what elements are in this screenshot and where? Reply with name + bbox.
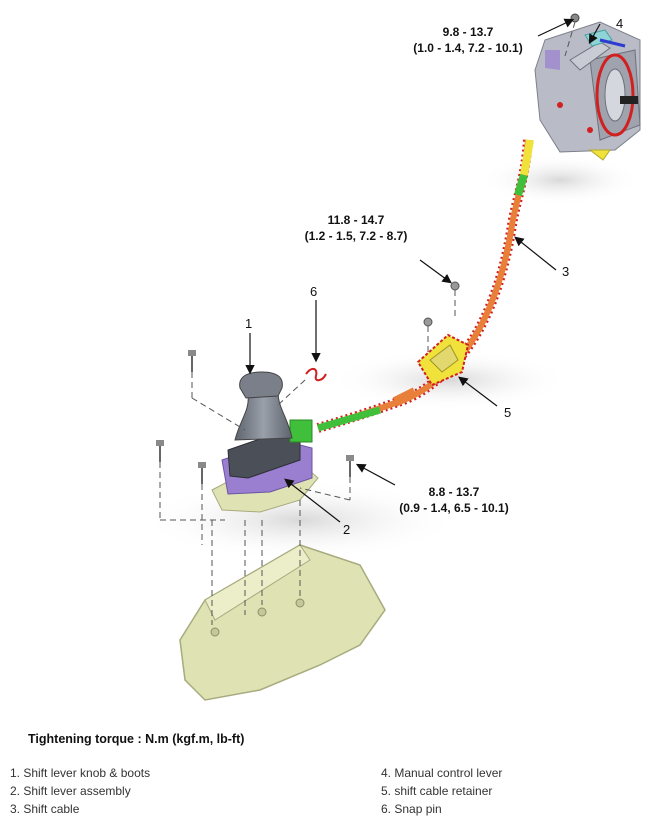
legend-item: 4. Manual control lever (381, 766, 503, 780)
callout-2: 2 (343, 522, 351, 537)
legend-item: 2. Shift lever assembly (10, 784, 131, 798)
tightening-torque-caption: Tightening torque : N.m (kgf.m, lb-ft) (28, 732, 245, 746)
legend-item: 1. Shift lever knob & boots (10, 766, 151, 780)
exploded-view-diagram (140, 13, 641, 701)
torque-low-line1: 8.8 - 13.7 (428, 485, 480, 499)
torque-label-transmission: 9.8 - 13.7 (1.0 - 1.4, 7.2 - 10.1) (398, 24, 538, 56)
callout-3: 3 (562, 264, 570, 279)
leader-lines (245, 18, 601, 523)
assembly-guide-lines (159, 21, 576, 625)
legend-item: 6. Snap pin (381, 802, 442, 816)
torque-label-retainer: 11.8 - 14.7 (1.2 - 1.5, 7.2 - 8.7) (290, 212, 422, 244)
callout-4: 4 (616, 16, 624, 31)
shift-cable-retainer (416, 281, 470, 387)
torque-low-line2: (0.9 - 1.4, 6.5 - 10.1) (399, 501, 509, 515)
callout-1: 1 (245, 316, 253, 331)
legend-item: 5. shift cable retainer (381, 784, 493, 798)
legend-left: 1. Shift lever knob & boots 2. Shift lev… (10, 764, 150, 818)
legend-right: 4. Manual control lever 5. shift cable r… (381, 764, 502, 818)
callout-5: 5 (504, 405, 512, 420)
bolts (156, 350, 354, 484)
legend-item: 3. Shift cable (10, 802, 80, 816)
torque-top-line2: (1.0 - 1.4, 7.2 - 10.1) (413, 41, 523, 55)
callout-6: 6 (310, 284, 318, 299)
floor-bracket (179, 544, 386, 701)
torque-top-line1: 9.8 - 13.7 (442, 25, 494, 39)
shift-knob-boot (234, 371, 293, 441)
torque-mid-line1: 11.8 - 14.7 (327, 213, 385, 227)
transmission-housing (534, 13, 641, 161)
torque-mid-line2: (1.2 - 1.5, 7.2 - 8.7) (304, 229, 408, 243)
torque-label-lever: 8.8 - 13.7 (0.9 - 1.4, 6.5 - 10.1) (386, 484, 522, 516)
snap-pin (305, 368, 327, 382)
